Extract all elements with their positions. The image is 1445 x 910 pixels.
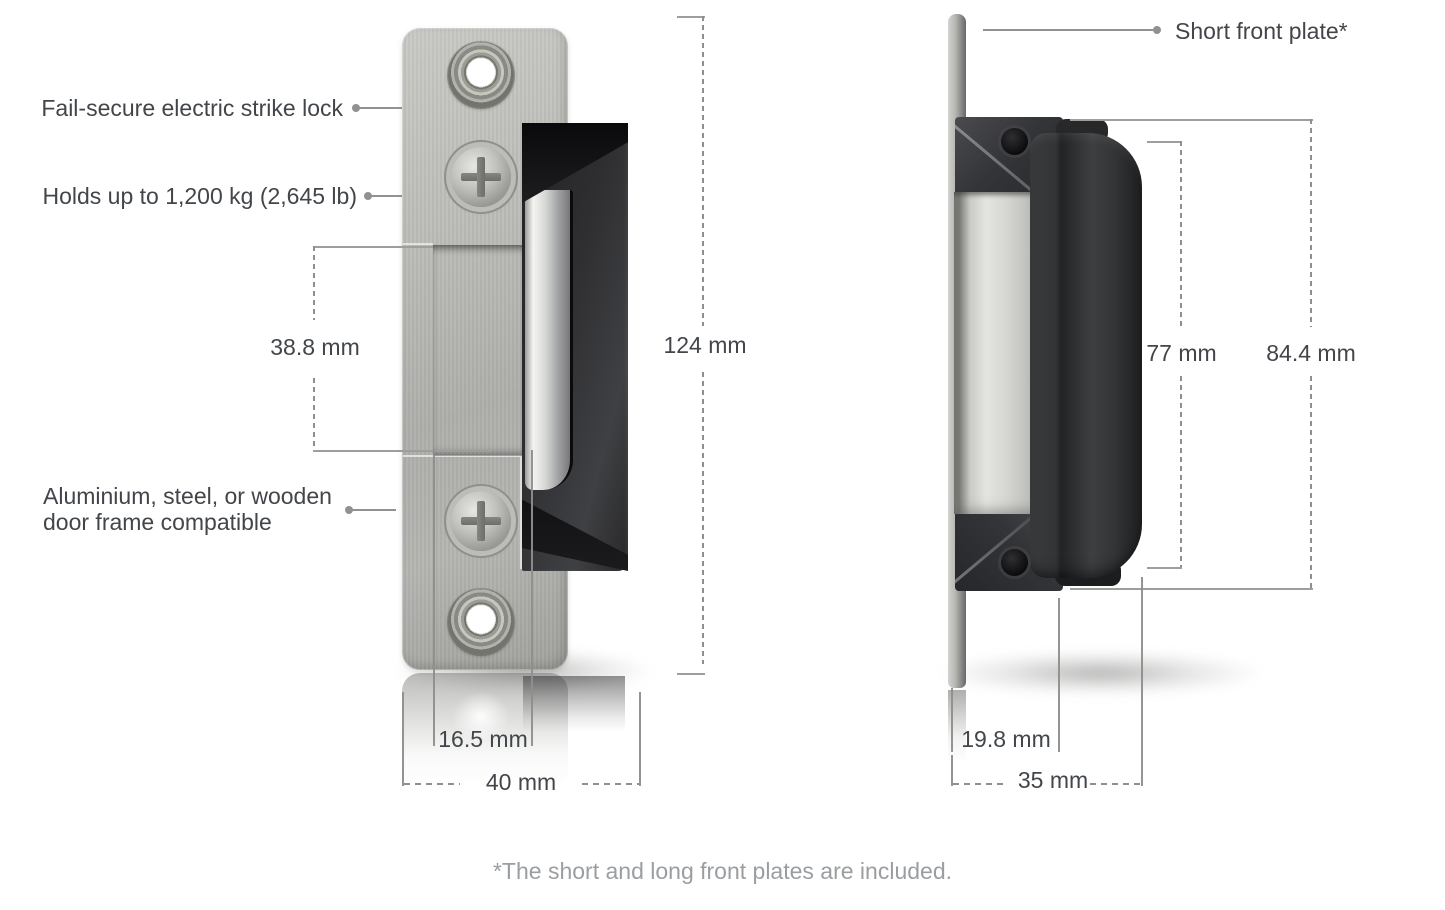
- dim-label-latch-width: 16.5 mm: [438, 726, 528, 752]
- bracket-screw-bottom: [1001, 549, 1028, 576]
- dim-tick: [313, 450, 490, 452]
- callout-frame-compatible-line1: Aluminium, steel, or wooden: [43, 483, 332, 509]
- phillips-screw-upper: [451, 147, 511, 207]
- dim-line: [1141, 577, 1143, 786]
- dim-label-total-height: 124 mm: [663, 332, 747, 358]
- dim-line: [313, 378, 315, 450]
- dim-line: [951, 688, 953, 752]
- faceplate-edge-bevel: [520, 457, 522, 569]
- dim-line: [313, 246, 315, 320]
- dim-line: [404, 783, 460, 785]
- keeper-cavity: [433, 245, 525, 456]
- strike-body-top-bevel: [522, 123, 628, 203]
- dim-tick: [677, 16, 705, 18]
- dim-line: [1310, 119, 1312, 327]
- mounting-hole-top: [448, 42, 514, 108]
- callout-frame-compatible: Aluminium, steel, or wooden door frame c…: [43, 483, 332, 535]
- dim-tick: [677, 673, 705, 675]
- callout-line: [349, 509, 396, 511]
- dim-line: [951, 755, 953, 786]
- dim-line: [639, 692, 641, 786]
- lock-body: [1030, 133, 1142, 578]
- strike-body: [522, 123, 628, 571]
- footnote: *The short and long front plates are inc…: [492, 858, 952, 884]
- dim-label-plate-to-body-depth: 19.8 mm: [961, 726, 1051, 752]
- dim-line: [702, 16, 704, 326]
- dim-line: [1058, 598, 1060, 752]
- phillips-screw-lower: [451, 491, 511, 551]
- dim-line: [433, 450, 435, 746]
- side-floor-shadow: [935, 650, 1265, 696]
- dim-tick: [313, 246, 433, 248]
- dim-label-plate-width: 40 mm: [485, 769, 557, 795]
- bracket-screw-top: [1001, 128, 1028, 155]
- solenoid-cylinder: [954, 192, 1034, 514]
- dim-label-side-total-height: 84.4 mm: [1266, 340, 1356, 366]
- dim-tick: [1070, 588, 1313, 590]
- dim-tick: [1147, 141, 1182, 143]
- dim-tick: [1147, 567, 1182, 569]
- callout-dot: [1153, 26, 1161, 34]
- callout-line: [368, 195, 402, 197]
- dim-line: [1180, 141, 1182, 327]
- mounting-hole-bottom: [448, 589, 514, 655]
- dim-label-keeper-height: 38.8 mm: [270, 334, 360, 360]
- dim-label-total-depth: 35 mm: [1017, 767, 1089, 793]
- dim-line: [582, 783, 639, 785]
- callout-frame-compatible-line2: door frame compatible: [43, 509, 272, 535]
- strike-body-bottom-bevel: [522, 499, 628, 571]
- dim-line: [1310, 376, 1312, 589]
- dim-line: [702, 372, 704, 664]
- strike-body-reflection: [523, 676, 625, 732]
- dim-line: [402, 692, 404, 786]
- dim-line: [1090, 783, 1140, 785]
- dim-line: [953, 783, 1005, 785]
- dim-line: [1180, 376, 1182, 568]
- latch-chrome: [525, 190, 573, 490]
- callout-line: [983, 29, 1153, 31]
- faceplate-seam: [403, 455, 523, 457]
- callout-holding-force: Holds up to 1,200 kg (2,645 lb): [42, 183, 357, 209]
- dim-line: [531, 450, 533, 746]
- faceplate-seam: [403, 243, 433, 245]
- dim-tick: [1070, 119, 1313, 121]
- dim-label-body-height: 77 mm: [1146, 340, 1217, 366]
- reflection-hole-glow: [448, 688, 514, 746]
- callout-fail-secure: Fail-secure electric strike lock: [41, 95, 343, 121]
- callout-line: [356, 107, 402, 109]
- callout-short-front-plate: Short front plate*: [1175, 18, 1348, 44]
